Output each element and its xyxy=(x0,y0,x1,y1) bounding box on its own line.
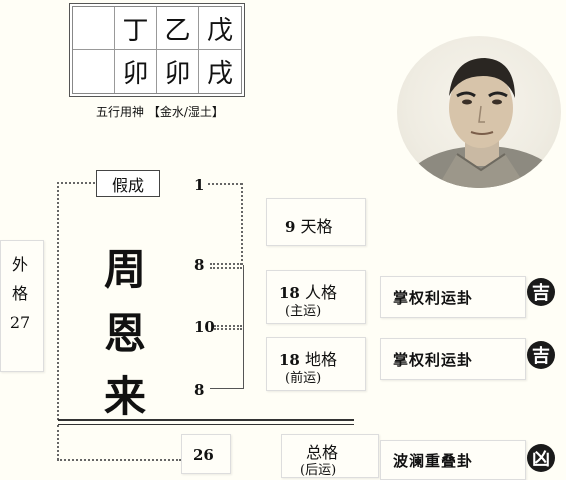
stroke-count: 8 xyxy=(194,256,205,274)
stroke-count: 10 xyxy=(194,318,215,336)
divider xyxy=(58,419,354,425)
stroke-count: 1 xyxy=(194,176,205,194)
ji-icon: 吉 xyxy=(527,278,555,306)
ji-icon: 吉 xyxy=(527,341,555,369)
yongshen-text: 五行用神 【金水/湿土】 xyxy=(96,105,224,119)
dige-label: 地格 xyxy=(304,350,337,369)
frame-line xyxy=(57,182,95,184)
jiacheng-box: 假成 xyxy=(96,170,160,197)
dige-sub: (前运) xyxy=(285,371,322,386)
xiong-icon: 凶 xyxy=(527,444,555,472)
renge-box: 18 人格 (主运) xyxy=(266,270,366,324)
zongge-gua: 波澜重叠卦 xyxy=(393,452,474,470)
waige-char: 格 xyxy=(11,284,28,303)
connector xyxy=(208,183,242,185)
zongge-label: 总格 xyxy=(306,443,339,462)
frame-line xyxy=(57,182,59,420)
stroke-count: 8 xyxy=(194,381,205,399)
zongge-gua-box: 波澜重叠卦 xyxy=(380,440,526,480)
bazi-cell: 卯 xyxy=(115,50,157,93)
renge-gua-box: 掌权利运卦 xyxy=(380,276,526,318)
dige-gua: 掌权利运卦 xyxy=(393,351,474,369)
zongge-box: 总格 (后运) xyxy=(281,434,379,478)
connector xyxy=(210,267,242,269)
connector xyxy=(214,328,242,330)
connector xyxy=(210,388,244,389)
waige-num: 27 xyxy=(9,313,31,332)
bazi-cell xyxy=(73,7,115,50)
renge-label: 人格 xyxy=(304,283,337,302)
bazi-cell: 丁 xyxy=(115,7,157,50)
connector xyxy=(241,183,243,265)
bazi-cell: 乙 xyxy=(157,7,199,50)
waige-text: 外 格 27 xyxy=(8,250,32,337)
zongge-num-box: 26 xyxy=(181,434,231,474)
bazi-cell: 卯 xyxy=(157,50,199,93)
tiange-box: 9 天格 xyxy=(266,198,366,246)
dige-num: 18 xyxy=(279,351,300,369)
tiange-label: 天格 xyxy=(300,217,333,236)
zongge-sub: (后运) xyxy=(300,463,337,478)
bazi-cell xyxy=(73,50,115,93)
connector xyxy=(243,265,244,389)
waige-char: 外 xyxy=(11,255,28,274)
bazi-cell: 戊 xyxy=(199,7,241,50)
portrait-photo xyxy=(397,36,561,188)
connector xyxy=(210,263,242,265)
waige-box xyxy=(0,240,44,372)
name-char: 恩 xyxy=(103,309,146,358)
connector xyxy=(214,325,242,327)
dige-gua-box: 掌权利运卦 xyxy=(380,338,526,380)
zongge-num: 26 xyxy=(193,446,214,464)
dige-box: 18 地格 (前运) xyxy=(266,337,366,391)
bazi-chart: 丁 乙 戊 卯 卯 戌 xyxy=(69,3,245,97)
tiange-num: 9 xyxy=(285,218,296,236)
frame-line xyxy=(57,459,181,461)
renge-num: 18 xyxy=(279,284,300,302)
renge-sub: (主运) xyxy=(285,304,322,319)
frame-line xyxy=(57,425,59,460)
renge-gua: 掌权利运卦 xyxy=(393,289,474,307)
name-char: 来 xyxy=(103,372,146,421)
name-char: 周 xyxy=(103,245,146,294)
bazi-cell: 戌 xyxy=(206,59,233,89)
